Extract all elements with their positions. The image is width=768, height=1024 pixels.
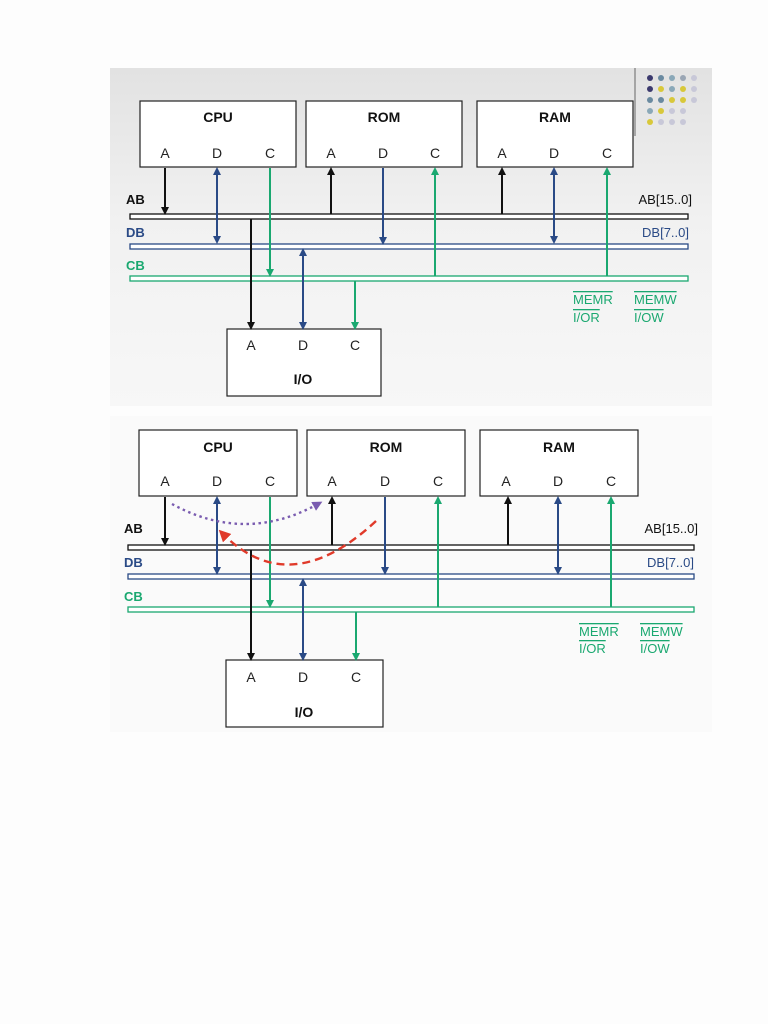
rom-port-d: D [380,473,390,489]
data-path-arrow [218,520,377,566]
io-port-d: D [298,669,308,685]
ram-block: RAM A D C [476,100,634,168]
rom-block: ROM A D C [306,429,466,497]
io-port-a: A [246,669,256,685]
address-bus-label: AB [126,192,145,207]
address-bus: AB AB[15..0] [126,192,692,220]
io-port-c: C [351,669,361,685]
ram-port-c: C [602,145,612,161]
ram-port-a: A [497,145,507,161]
memw-signal: MEMW [634,292,677,307]
control-bus-label: CB [124,589,143,604]
data-bus-range: DB[7..0] [647,555,694,570]
io-port-c: C [350,337,360,353]
cpu-port-d: D [212,145,222,161]
io-port-d: D [298,337,308,353]
memr-signal: MEMR [573,292,613,307]
ior-signal: I/OR [579,641,606,656]
cpu-block: CPU A D C [138,429,298,497]
address-bus-label: AB [124,521,143,536]
io-port-a: A [246,337,256,353]
address-bus: AB AB[15..0] [124,521,698,551]
decorative-dot-grid [634,68,697,136]
control-bus: CB [126,258,689,282]
rom-title: ROM [370,439,403,455]
ram-block: RAM A D C [479,429,639,497]
memr-signal: MEMR [579,624,619,639]
cpu-title: CPU [203,109,233,125]
rom-port-a: A [326,145,336,161]
address-path-arrow [171,501,323,526]
ram-title: RAM [539,109,571,125]
diagram-canvas-bottom: CPU A D C ROM A D C RAM A D C A D C I/O … [124,429,698,728]
cpu-port-a: A [160,145,170,161]
rom-port-d: D [378,145,388,161]
iow-signal: I/OW [640,641,670,656]
rom-port-c: C [433,473,443,489]
cpu-port-a: A [160,473,170,489]
data-bus: DB DB[7..0] [124,555,695,580]
rom-port-c: C [430,145,440,161]
ram-title: RAM [543,439,575,455]
data-bus-range: DB[7..0] [642,225,689,240]
cpu-port-c: C [265,473,275,489]
ram-port-a: A [501,473,511,489]
control-signals: MEMR MEMW I/OR I/OW [573,292,677,325]
ior-signal: I/OR [573,310,600,325]
ram-port-d: D [549,145,559,161]
control-bus-label: CB [126,258,145,273]
ram-port-c: C [606,473,616,489]
connectors [161,167,611,330]
rom-port-a: A [327,473,337,489]
address-bus-range: AB[15..0] [645,521,698,536]
control-signals: MEMR MEMW I/OR I/OW [579,624,683,656]
diagram-canvas-top: CPU A D C ROM A D C RAM A D C A D C I/O … [126,68,697,397]
data-bus: DB DB[7..0] [126,225,689,250]
io-block: A D C I/O [226,328,382,397]
cpu-port-c: C [265,145,275,161]
cpu-block: CPU A D C [139,100,297,168]
rom-block: ROM A D C [305,100,463,168]
cpu-port-d: D [212,473,222,489]
connectors [161,496,615,661]
control-bus: CB [124,589,695,613]
rom-title: ROM [368,109,401,125]
iow-signal: I/OW [634,310,664,325]
memw-signal: MEMW [640,624,683,639]
io-title: I/O [295,704,314,720]
io-title: I/O [294,371,313,387]
ram-port-d: D [553,473,563,489]
address-bus-range: AB[15..0] [639,192,692,207]
io-block: A D C I/O [225,659,384,728]
cpu-title: CPU [203,439,233,455]
data-bus-label: DB [126,225,145,240]
bus-diagram-top: CPU A D C ROM A D C RAM A D C A D C I/O … [110,68,712,406]
bus-diagram-bottom: CPU A D C ROM A D C RAM A D C A D C I/O … [110,416,712,732]
data-bus-label: DB [124,555,143,570]
